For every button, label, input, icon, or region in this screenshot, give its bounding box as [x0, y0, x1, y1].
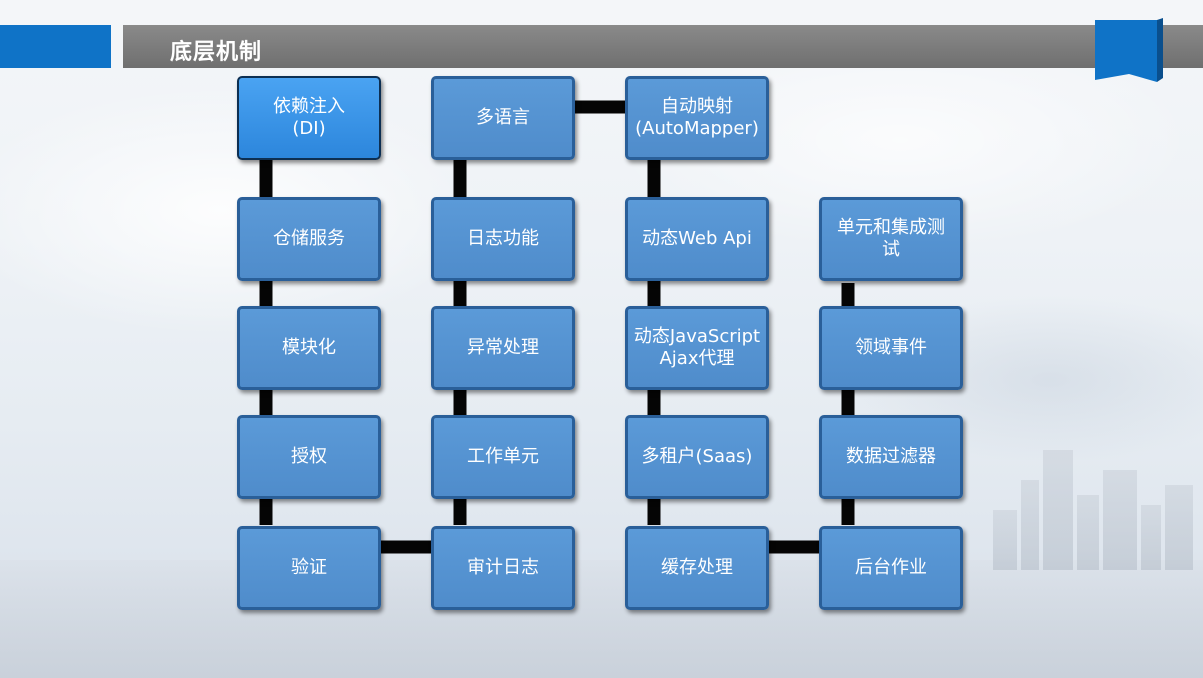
node-label: 审计日志: [467, 557, 539, 578]
node-repository[interactable]: 仓储服务: [237, 197, 381, 281]
node-multi-tenancy[interactable]: 多租户(Saas): [625, 415, 769, 499]
node-authorization[interactable]: 授权: [237, 415, 381, 499]
node-label: 验证: [291, 557, 327, 578]
node-label: 后台作业: [855, 557, 927, 578]
node-label: 多语言: [476, 107, 530, 128]
node-unit-integration-testing[interactable]: 单元和集成测 试: [819, 197, 963, 281]
header-bar: [123, 25, 1203, 68]
bookmark-flag-icon: [1095, 18, 1163, 82]
node-dynamic-js-proxy[interactable]: 动态JavaScript Ajax代理: [625, 306, 769, 390]
node-logging[interactable]: 日志功能: [431, 197, 575, 281]
node-exception-handling[interactable]: 异常处理: [431, 306, 575, 390]
node-automapper[interactable]: 自动映射 (AutoMapper): [625, 76, 769, 160]
node-label: 日志功能: [467, 228, 539, 249]
node-label: 自动映射 (AutoMapper): [635, 96, 759, 139]
background-floor: [0, 560, 1203, 678]
node-label: 仓储服务: [273, 228, 345, 249]
node-validation[interactable]: 验证: [237, 526, 381, 610]
node-audit-log[interactable]: 审计日志: [431, 526, 575, 610]
node-dynamic-web-api[interactable]: 动态Web Api: [625, 197, 769, 281]
node-label: 数据过滤器: [846, 446, 936, 467]
node-caching[interactable]: 缓存处理: [625, 526, 769, 610]
node-domain-events[interactable]: 领域事件: [819, 306, 963, 390]
node-label: 模块化: [282, 337, 336, 358]
node-modularity[interactable]: 模块化: [237, 306, 381, 390]
node-background-jobs[interactable]: 后台作业: [819, 526, 963, 610]
background-skyline: [973, 430, 1203, 570]
node-label: 缓存处理: [661, 557, 733, 578]
header-accent-bar: [0, 25, 111, 68]
node-localization[interactable]: 多语言: [431, 76, 575, 160]
node-unit-of-work[interactable]: 工作单元: [431, 415, 575, 499]
node-label: 依赖注入 (DI): [273, 96, 345, 139]
node-label: 授权: [291, 446, 327, 467]
node-label: 单元和集成测 试: [837, 217, 945, 260]
node-data-filters[interactable]: 数据过滤器: [819, 415, 963, 499]
node-label: 动态JavaScript Ajax代理: [633, 326, 761, 369]
page-title: 底层机制: [170, 40, 263, 65]
node-dependency-injection[interactable]: 依赖注入 (DI): [237, 76, 381, 160]
node-label: 动态Web Api: [642, 228, 752, 249]
node-label: 领域事件: [855, 337, 927, 358]
node-label: 异常处理: [467, 337, 539, 358]
node-label: 多租户(Saas): [641, 446, 753, 467]
node-label: 工作单元: [467, 446, 539, 467]
background-sky: [0, 0, 1203, 460]
